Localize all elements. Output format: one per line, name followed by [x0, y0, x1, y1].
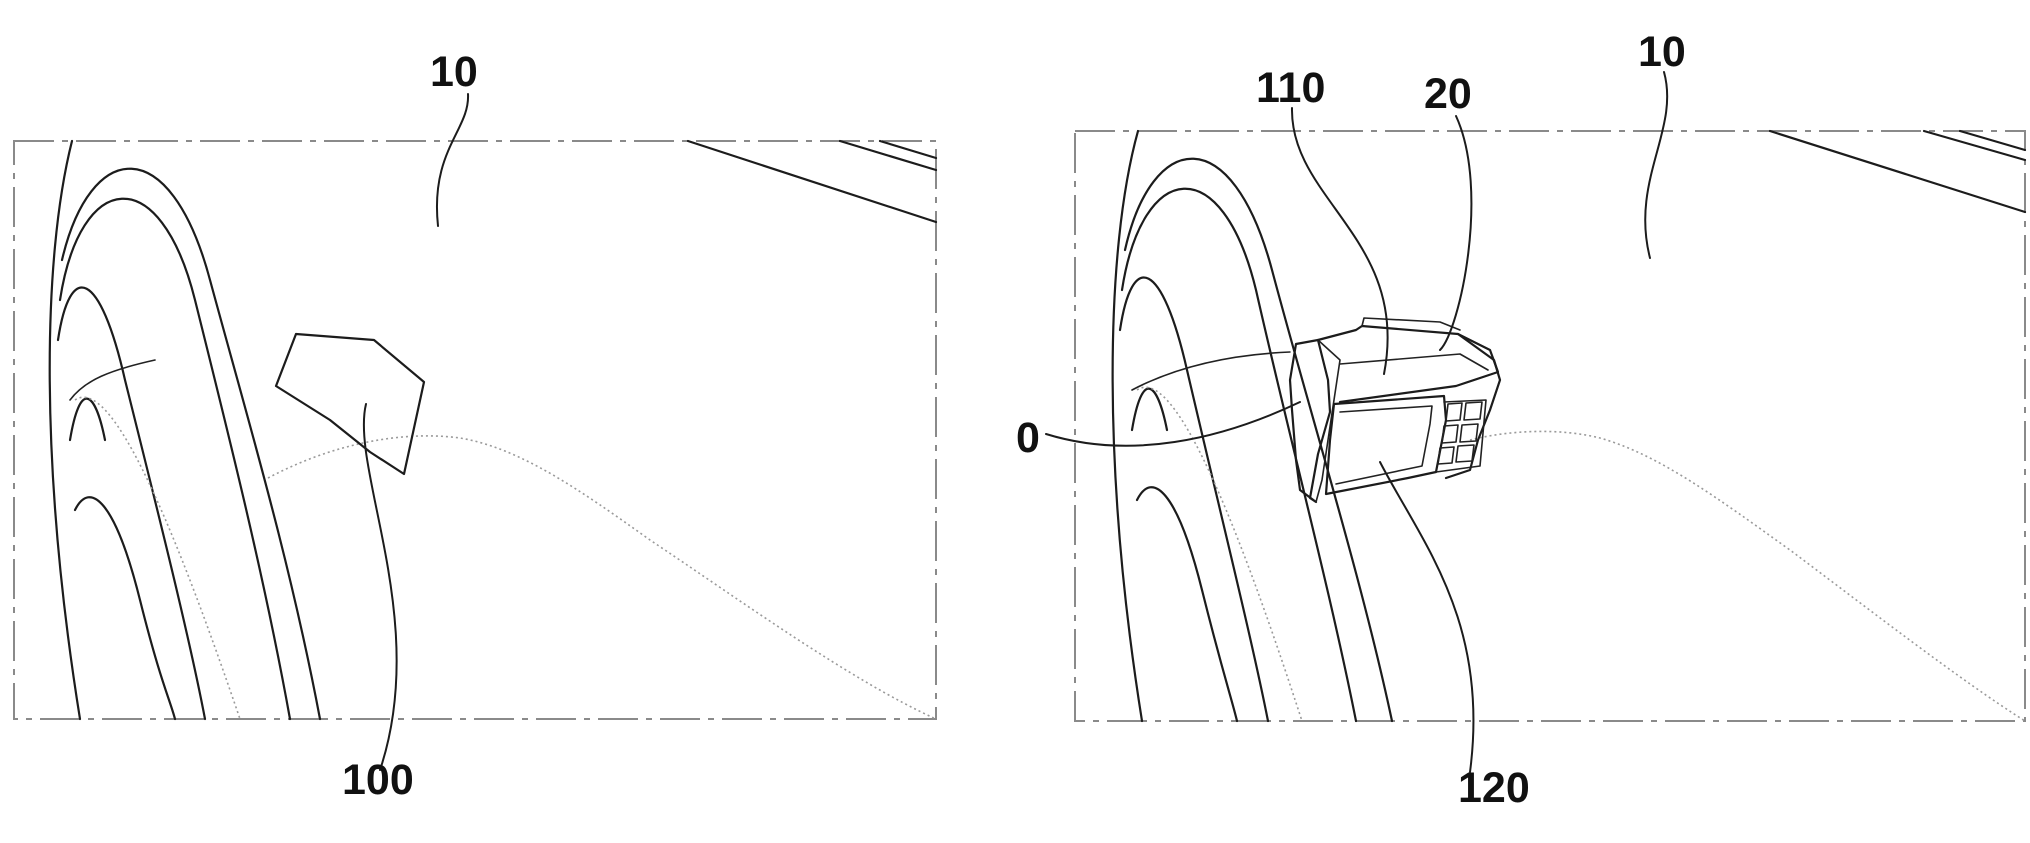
- left-contour-line: [267, 435, 937, 720]
- leader-10-left: [435, 93, 470, 227]
- right-contour-line: [1469, 430, 2026, 722]
- label-20: 20: [1424, 70, 1472, 118]
- left-body-lines: [686, 139, 938, 224]
- label-120: 120: [1458, 764, 1530, 812]
- label-0: 0: [1016, 414, 1040, 462]
- leader-110: [1290, 107, 1389, 375]
- leader-20: [1439, 115, 1473, 351]
- leader-10-right: [1644, 71, 1669, 259]
- right-wheel-arch: [1111, 129, 1394, 723]
- label-10-left: 10: [430, 48, 478, 96]
- label-10-right: 10: [1638, 28, 1686, 76]
- flap-0: [1288, 338, 1332, 504]
- left-panel: 10 100: [13, 48, 938, 804]
- button-grid: [1435, 399, 1487, 473]
- leader-120: [1379, 461, 1475, 773]
- body-20: [1444, 332, 1502, 480]
- left-panel-frame: [13, 140, 937, 720]
- right-body-lines: [1768, 129, 2027, 214]
- label-110: 110: [1256, 64, 1325, 112]
- leader-0: [1045, 401, 1301, 447]
- deployed-unit: [1288, 317, 1502, 504]
- module-100-outline: [274, 332, 426, 476]
- left-wheel-arch: [48, 139, 322, 721]
- label-100: 100: [342, 756, 414, 804]
- leader-100: [362, 403, 398, 771]
- display-120: [1324, 394, 1448, 496]
- right-panel: 10 110 20 0 120: [1016, 28, 2027, 812]
- right-panel-frame: [1074, 130, 2026, 722]
- cover-110: [1316, 324, 1500, 404]
